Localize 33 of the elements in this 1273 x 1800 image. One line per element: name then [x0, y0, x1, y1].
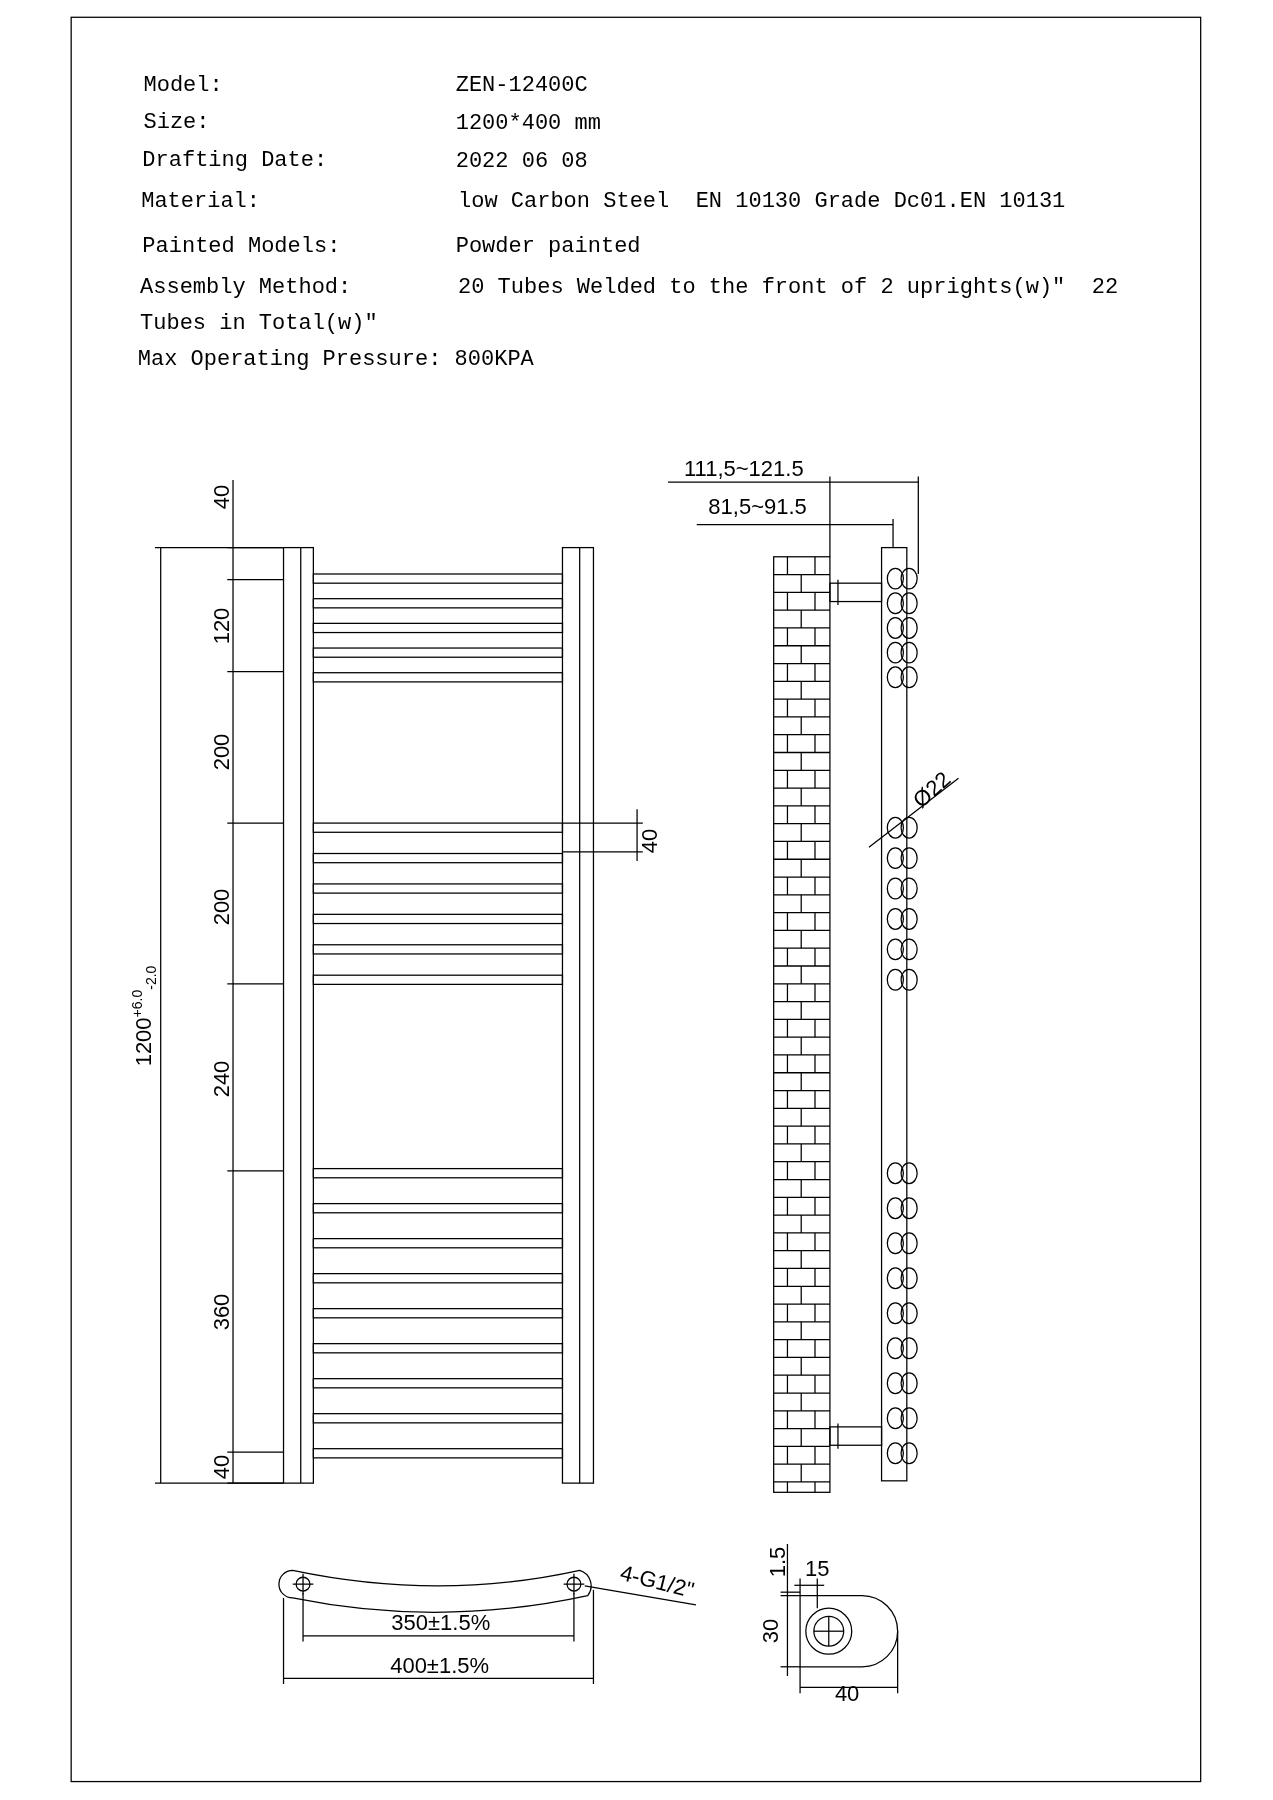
dimension-label: 240: [209, 1060, 234, 1098]
dimension-label: 40: [209, 484, 234, 510]
spec-text: 20 Tubes Welded to the front of 2 uprights(w)″ 22: [458, 276, 1119, 301]
spec-text: Drafting Date:: [142, 148, 328, 173]
dimension-label: 30: [759, 1618, 784, 1644]
spec-text: Material:: [141, 189, 260, 215]
spec-text: Model:: [143, 74, 223, 99]
dimension-label: 1.5: [766, 1546, 791, 1578]
spec-value: ZEN-12400C: [455, 74, 588, 99]
dimension-label: 81,5~91.5: [708, 495, 807, 520]
hole-symbol: [563, 1573, 585, 1596]
callout-label: 4-G1/2": [617, 1560, 696, 1603]
dimension-label: 350±1.5%: [391, 1611, 491, 1636]
leader-line: [584, 1585, 697, 1606]
dimension-label: 40: [209, 1454, 234, 1480]
dimension-label: 400±1.5%: [390, 1653, 490, 1678]
dimension-label: 360: [209, 1293, 234, 1331]
spec-text: Max Operating Pressure: 800KPA: [137, 348, 534, 373]
dimension-label: 200: [209, 733, 234, 771]
dimension-label: Ø22: [908, 766, 956, 813]
spec-text: Painted Models:: [142, 234, 341, 259]
spec-value: 2022 06 08: [455, 149, 588, 174]
spec-value: low Carbon Steel EN 10130 Grade Dc01.EN 10131: [458, 189, 1066, 215]
dimension-label: 40: [637, 829, 662, 854]
dimension-label: 120: [209, 607, 234, 644]
spec-text: Size:: [143, 110, 210, 135]
spec-text: Tubes in Total(w)″: [140, 311, 378, 336]
spec-value: Powder painted: [455, 234, 641, 259]
dimension-label: 15: [805, 1557, 830, 1582]
spec-value: 1200*400 mm: [455, 111, 601, 137]
dimension-label: 200: [209, 888, 234, 926]
spec-text: Assembly Method:: [140, 276, 352, 301]
dimension-label: 111,5~121.5: [683, 457, 804, 482]
